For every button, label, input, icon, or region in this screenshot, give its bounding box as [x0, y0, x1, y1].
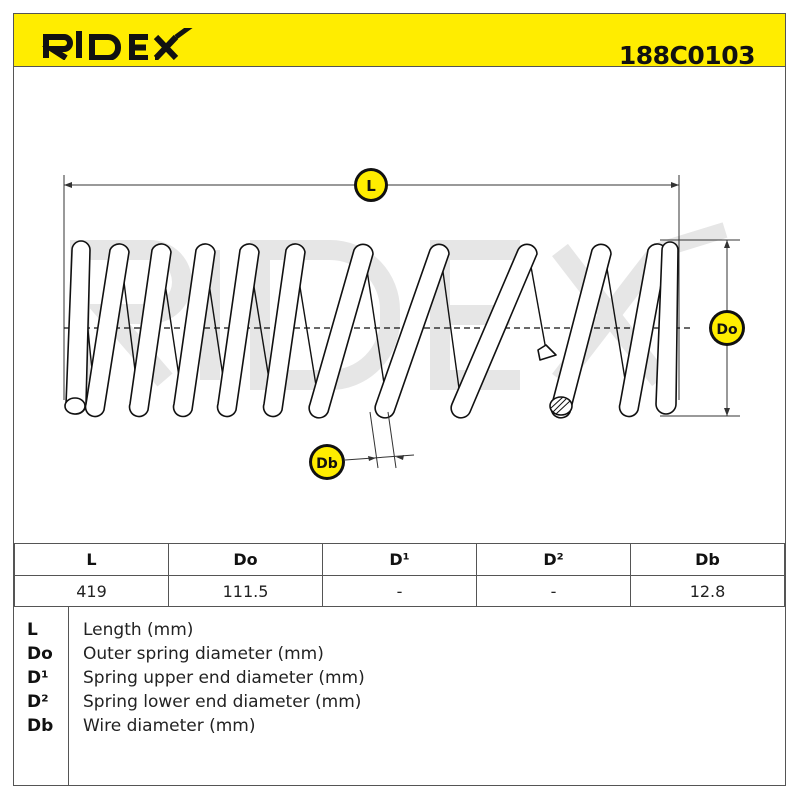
l-arrow-right [671, 182, 679, 188]
l-arrow-left [64, 182, 72, 188]
specs-value-d2: - [476, 575, 631, 607]
legend-item: Db Wire diameter (mm) [14, 716, 785, 740]
specs-table: L Do D¹ D² Db 419 111.5 - - 12.8 [14, 543, 785, 607]
legend-abbr: Db [27, 716, 54, 736]
legend-abbr: Do [27, 644, 53, 664]
legend-desc: Spring lower end diameter (mm) [83, 692, 362, 712]
specs-header-d2: D² [476, 543, 631, 576]
db-extension-right [387, 411, 397, 469]
svg-text:L: L [366, 177, 376, 195]
legend-abbr: L [27, 620, 38, 640]
legend-desc: Length (mm) [83, 620, 194, 640]
legend-desc: Spring upper end diameter (mm) [83, 668, 365, 688]
specs-value-row: 419 111.5 - - 12.8 [14, 575, 785, 607]
ridex-logo [42, 28, 193, 60]
svg-text:Do: Do [716, 322, 738, 338]
specs-value-db: 12.8 [630, 575, 785, 607]
legend-abbr: D¹ [27, 668, 49, 688]
spring-coils [64, 240, 679, 419]
legend-item: Do Outer spring diameter (mm) [14, 644, 785, 668]
do-arrow-top [724, 240, 730, 248]
specs-header-l: L [14, 543, 169, 576]
db-arrow-right [396, 455, 404, 460]
legend-item: D¹ Spring upper end diameter (mm) [14, 668, 785, 692]
spring-drawing: L Do Db [63, 168, 745, 480]
legend-abbr: D² [27, 692, 49, 712]
part-number: 188C0103 [618, 41, 756, 70]
label-l: L [354, 168, 388, 202]
legend-divider [68, 606, 69, 786]
page-frame [13, 13, 786, 786]
do-arrow-bottom [724, 408, 730, 416]
specs-value-l: 419 [14, 575, 169, 607]
legend-item: L Length (mm) [14, 620, 785, 644]
db-arrow-left [368, 456, 376, 461]
label-do: Do [709, 310, 745, 346]
wire-end-section [549, 396, 573, 416]
db-extension-left [369, 411, 379, 469]
svg-text:Db: Db [316, 456, 338, 472]
legend-desc: Outer spring diameter (mm) [83, 644, 324, 664]
label-db: Db [309, 444, 345, 480]
legend-item: D² Spring lower end diameter (mm) [14, 692, 785, 716]
legend: L Length (mm) Do Outer spring diameter (… [14, 606, 785, 785]
specs-header-row: L Do D¹ D² Db [14, 543, 785, 576]
legend-desc: Wire diameter (mm) [83, 716, 256, 736]
header-bar: 188C0103 [14, 14, 785, 70]
specs-header-do: Do [168, 543, 323, 576]
specs-value-do: 111.5 [168, 575, 323, 607]
specs-header-db: Db [630, 543, 785, 576]
specs-header-d1: D¹ [322, 543, 477, 576]
specs-value-d1: - [322, 575, 477, 607]
